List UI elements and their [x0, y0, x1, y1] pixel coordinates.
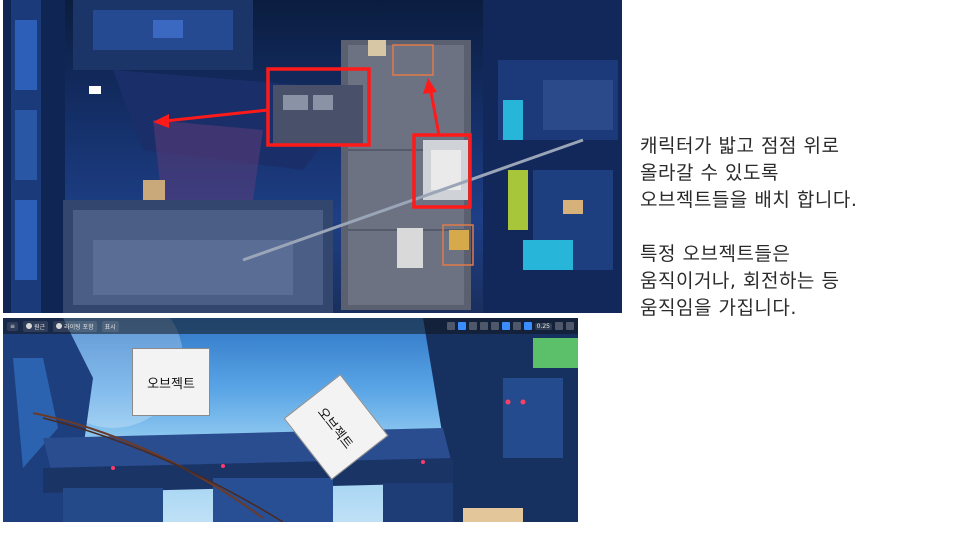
show-button[interactable]: 표시 [101, 320, 119, 332]
camera-speed-icon[interactable] [555, 322, 563, 330]
scale-tool-icon[interactable] [479, 322, 488, 330]
lit-mode-button[interactable]: 라이팅 포함 [53, 320, 97, 332]
arrow-up [429, 91, 441, 136]
hamburger-icon: ≡ [10, 322, 16, 330]
description-line: 움직이거나, 회전하는 등 [640, 270, 840, 292]
select-tool-icon[interactable] [446, 322, 455, 330]
highlight-box-object [412, 133, 472, 209]
highlight-box-platform [266, 67, 371, 147]
snap-value[interactable]: 0.25 [534, 322, 552, 330]
editor-viewport-screenshot: ≡ 원근 라이팅 포함 표시 0.25 오브젝트 오 [3, 318, 578, 522]
arrow-left [164, 108, 269, 123]
description-line: 오브젝트들을 배치 합니다. [640, 189, 858, 211]
lighting-icon [56, 323, 63, 329]
description-line: 움직임을 가집니다. [640, 297, 797, 319]
object-note-card: 오브젝트 [132, 348, 210, 416]
perspective-button[interactable]: 원근 [23, 320, 49, 332]
paragraph-gap [640, 214, 955, 241]
lit-mode-label: 라이팅 포함 [64, 323, 94, 331]
scale-snap-icon[interactable] [523, 322, 532, 330]
rotate-tool-icon[interactable] [468, 322, 477, 330]
description-text: 캐릭터가 밟고 점점 위로 올라갈 수 있도록 오브젝트들을 배치 합니다. 특… [640, 133, 955, 322]
maximize-viewport-icon[interactable] [566, 322, 574, 330]
transform-tools: 0.25 [446, 322, 574, 330]
editor-viewport-toolbar: ≡ 원근 라이팅 포함 표시 0.25 [3, 318, 578, 334]
perspective-label: 원근 [34, 323, 46, 331]
show-label: 표시 [104, 323, 116, 331]
top-down-scene-screenshot [3, 0, 622, 313]
viewport-scene-art [3, 318, 578, 522]
rotation-snap-icon[interactable] [512, 322, 521, 330]
description-line: 특정 오브젝트들은 [640, 243, 791, 265]
object-note-label: 오브젝트 [147, 376, 195, 392]
move-tool-icon[interactable] [457, 322, 466, 330]
description-line: 캐릭터가 밟고 점점 위로 [640, 135, 840, 157]
viewport-menu-button[interactable]: ≡ [7, 321, 19, 331]
top-down-scene-art [3, 0, 622, 313]
camera-icon [26, 323, 33, 329]
description-line: 올라갈 수 있도록 [640, 162, 779, 184]
rotated-object-note-label: 오브젝트 [313, 404, 356, 452]
grid-snap-icon[interactable] [501, 322, 510, 330]
world-local-icon[interactable] [490, 322, 499, 330]
